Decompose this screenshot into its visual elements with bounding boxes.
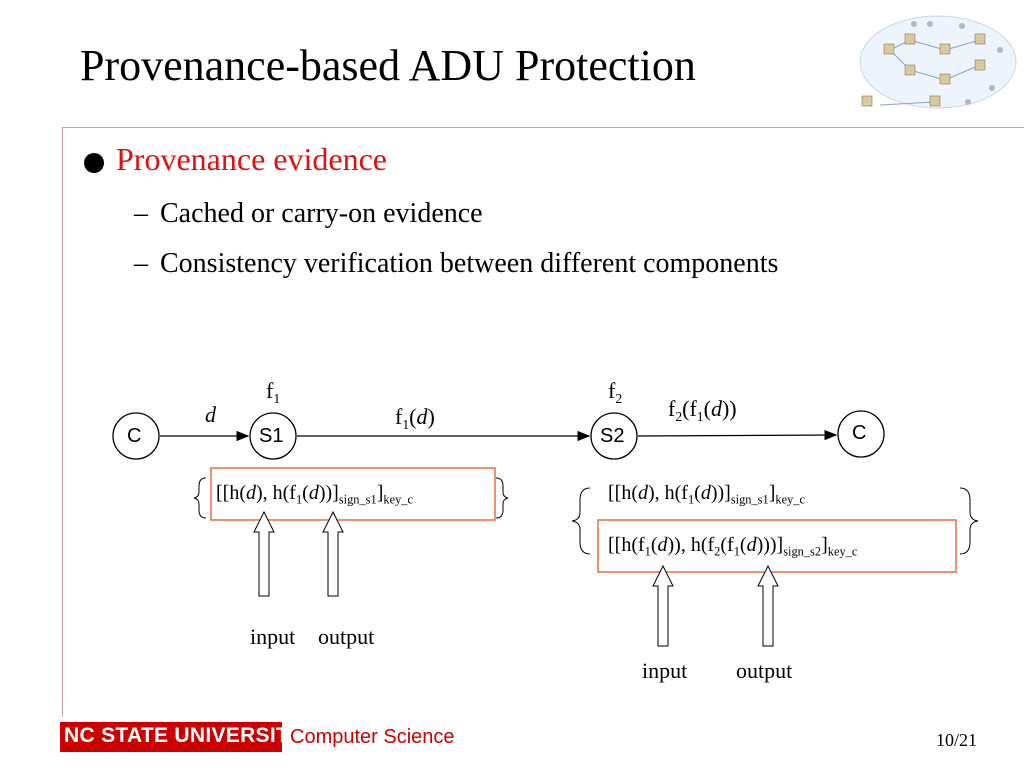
edge-f1d-label: f1(d) xyxy=(395,404,435,432)
footer-logo-bar xyxy=(60,722,282,752)
s1-output-label: output xyxy=(318,624,375,649)
s2-evidence-right-brace xyxy=(959,487,979,555)
node-c-start-label: C xyxy=(127,425,142,447)
s2-evidence-box xyxy=(597,519,957,573)
department-name: Computer Science xyxy=(290,726,455,748)
s1-evidence-left-brace xyxy=(193,477,207,519)
subbullet-text: Consistency verification between differe… xyxy=(160,248,779,279)
s2-output-arrow xyxy=(757,564,779,647)
s2-input-arrow xyxy=(652,564,674,647)
subbullet-text: Cached or carry-on evidence xyxy=(160,198,483,229)
node-s2-label: S2 xyxy=(600,425,625,447)
node-s2 xyxy=(590,412,638,460)
node-s1 xyxy=(249,412,297,460)
title-divider xyxy=(62,127,1024,128)
s1-evidence-box xyxy=(210,467,496,521)
network-diagram-illustration xyxy=(859,15,1017,109)
edge-s2-c xyxy=(637,429,838,441)
subbullet-consistency: –Consistency verification between differ… xyxy=(134,248,779,279)
page-number: 10/21 xyxy=(936,730,978,750)
s2-evidence-left-brace xyxy=(571,487,591,555)
s1-input-label: input xyxy=(250,624,296,649)
s2-cached-evidence-text: [[h(d), h(f1(d))]sign_s1]key_c xyxy=(608,482,805,507)
bullet-provenance-evidence: Provenance evidence xyxy=(116,141,387,177)
s2-input-label: input xyxy=(642,658,688,683)
s1-input-arrow xyxy=(253,510,275,597)
node-c-end xyxy=(837,410,885,458)
node-c-start xyxy=(112,412,160,460)
s1-evidence-right-brace xyxy=(495,477,509,519)
slide-title: Provenance-based ADU Protection xyxy=(80,41,696,90)
node-s1-label: S1 xyxy=(259,425,284,447)
s2-output-label: output xyxy=(736,658,793,683)
s2-evidence-text: [[h(f1(d)), h(f2(f1(d)))]sign_s2]key_c xyxy=(608,534,858,559)
ncsu-logo: NC STATE UNIVERSITY xyxy=(64,724,304,747)
edge-f2f1d-label: f2(f1(d)) xyxy=(668,396,737,424)
function-f1-label: f1 xyxy=(266,378,281,406)
subbullet-cached: –Cached or carry-on evidence xyxy=(134,198,483,229)
s1-evidence-text: [[h(d), h(f1(d))]sign_s1]key_c xyxy=(216,482,413,507)
node-c-end-label: C xyxy=(852,422,867,444)
edge-d-label: d xyxy=(205,402,216,427)
bullet-dot xyxy=(84,153,104,173)
s1-output-arrow xyxy=(322,510,344,597)
left-margin-rule xyxy=(62,127,63,717)
function-f2-label: f2 xyxy=(608,378,623,406)
